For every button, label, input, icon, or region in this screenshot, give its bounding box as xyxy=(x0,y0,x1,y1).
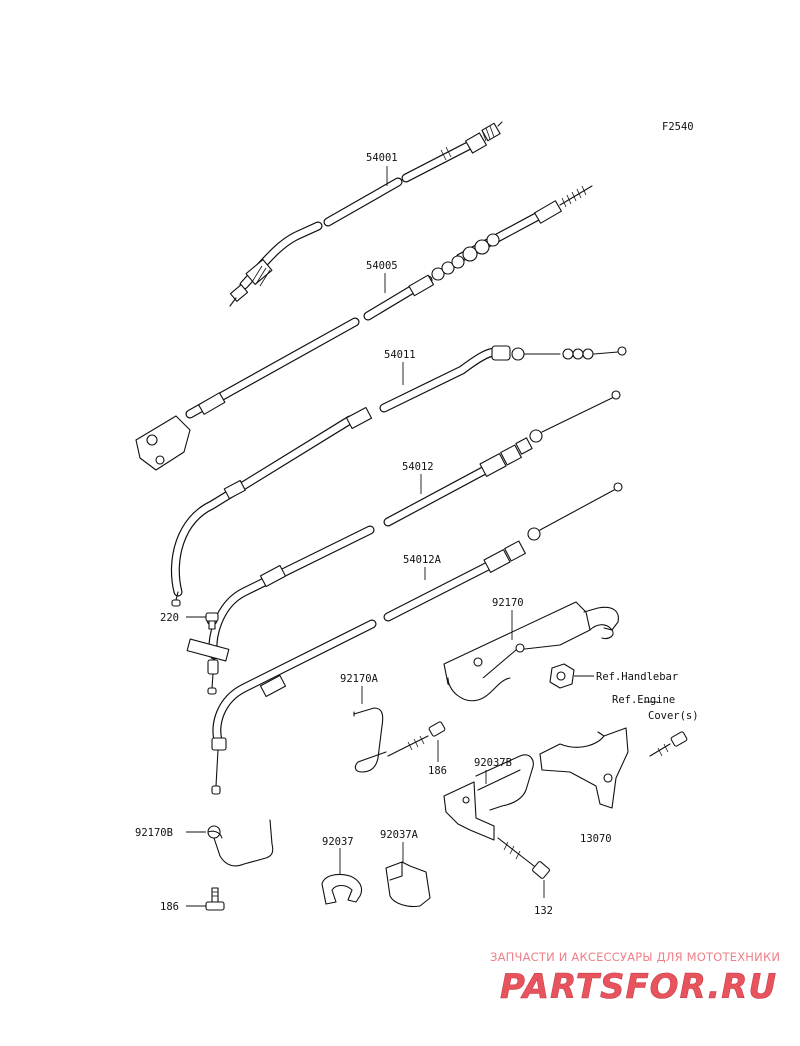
label-ref-handlebar: Ref.Handlebar xyxy=(596,671,678,683)
label-92037A: 92037A xyxy=(380,829,419,841)
label-186-lower: 186 xyxy=(160,901,179,913)
cable-54011 xyxy=(170,345,627,607)
nut-ref-handlebar xyxy=(549,663,575,689)
label-13070: 13070 xyxy=(580,833,612,845)
label-54001: 54001 xyxy=(366,152,398,164)
bolt-186-lower xyxy=(205,887,225,911)
bolt-186-upper xyxy=(387,721,446,757)
label-ref-engine-2: Cover(s) xyxy=(648,710,699,722)
label-92037B: 92037B xyxy=(474,757,512,769)
figure-code: F2540 xyxy=(662,121,694,133)
label-54012: 54012 xyxy=(402,461,434,473)
bolt-ref-engine-cover xyxy=(649,731,688,757)
label-186-upper: 186 xyxy=(428,765,447,777)
bracket-92170A xyxy=(353,707,387,773)
label-92037: 92037 xyxy=(322,836,354,848)
label-132: 132 xyxy=(534,905,553,917)
watermark-logo-text: PARTSFOR.RU xyxy=(500,967,777,1006)
clamp-92037 xyxy=(321,873,363,905)
cable-54012A xyxy=(211,482,623,795)
label-92170B: 92170B xyxy=(135,827,173,839)
clamp-92037A xyxy=(385,861,431,908)
screw-220 xyxy=(205,612,219,630)
watermark-tagline: ЗАПЧАСТИ И АКСЕССУАРЫ ДЛЯ МОТОТЕХНИКИ xyxy=(490,950,781,964)
clamp-bracket-92037B xyxy=(443,754,534,841)
bracket-13070 xyxy=(539,727,629,809)
label-92170: 92170 xyxy=(492,597,524,609)
bracket-92170B xyxy=(207,819,274,867)
label-ref-engine-1: Ref.Engine xyxy=(612,694,675,706)
label-54012A: 54012A xyxy=(403,554,442,566)
bolt-132 xyxy=(497,837,550,879)
watermark-logo: PARTSFOR.RU xyxy=(500,967,777,1006)
cable-54005 xyxy=(135,185,593,471)
label-220: 220 xyxy=(160,612,179,624)
label-54011: 54011 xyxy=(384,349,416,361)
label-92170A: 92170A xyxy=(340,673,379,685)
label-54005: 54005 xyxy=(366,260,398,272)
cable-54012 xyxy=(186,390,621,695)
speedometer-cable-54001 xyxy=(229,121,503,307)
bracket-92170 xyxy=(443,601,619,702)
